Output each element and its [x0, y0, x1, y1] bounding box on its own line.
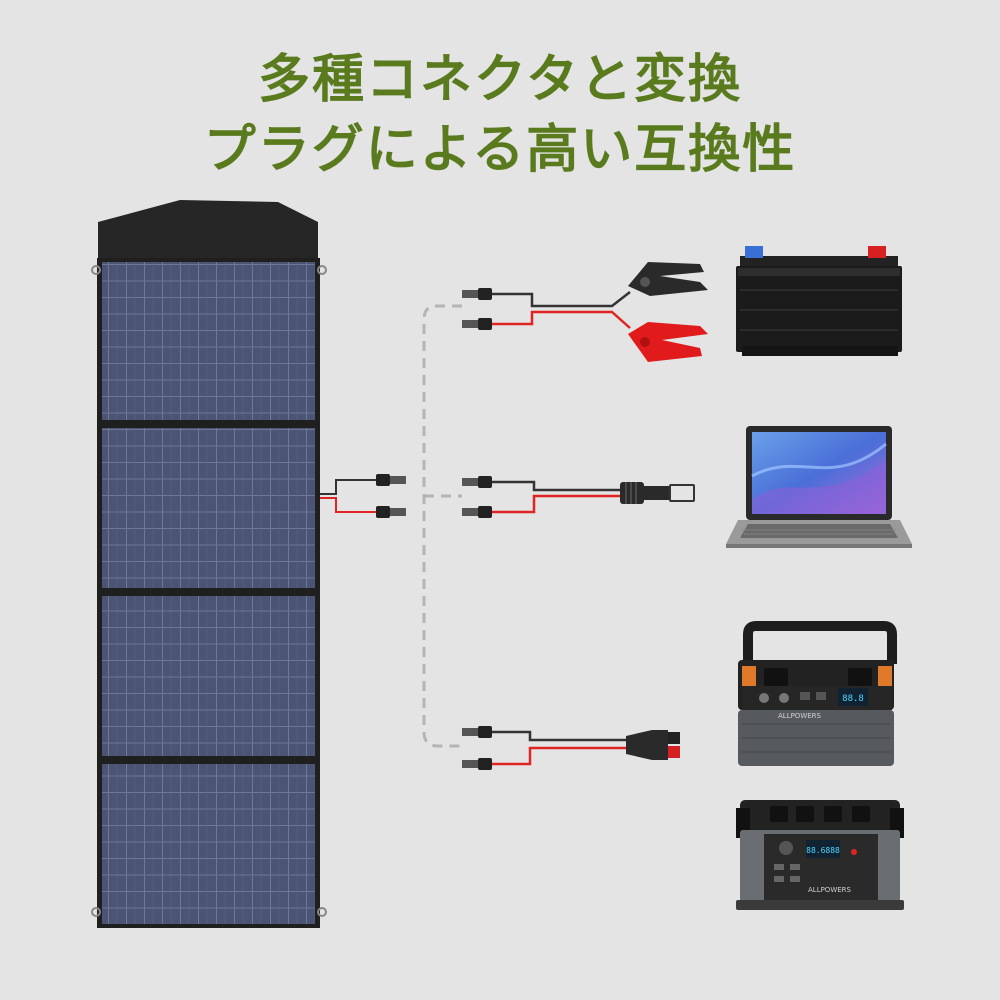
mc4-connector-icon — [462, 506, 492, 518]
solar-panel-section — [102, 428, 315, 588]
display-screen — [838, 688, 868, 706]
panel-output-cable — [320, 474, 406, 518]
clamp-cable — [462, 262, 708, 362]
mc4-connector-icon — [376, 506, 406, 518]
mc4-connector-icon — [462, 288, 492, 300]
dashed-branch-line — [422, 304, 462, 748]
headline-line-1: 多種コネクタと変換 — [258, 50, 742, 110]
mc4-connector-icon — [462, 318, 492, 330]
mc4-connector-icon — [462, 758, 492, 770]
mc4-connector-icon — [462, 726, 492, 738]
laptop-icon — [726, 426, 912, 548]
dc-plug-cable — [462, 476, 695, 518]
anderson-plug-icon — [626, 730, 680, 760]
headline-line-2: プラグによる高い互換性 — [203, 120, 797, 180]
display-readout: 88.6888 — [806, 846, 840, 855]
portable-power-station-icon: 88.8 ALLPOWERS — [738, 621, 897, 766]
brand-logo: ALLPOWERS — [778, 712, 822, 720]
display-readout: 88.8 — [842, 694, 864, 704]
car-battery-icon — [736, 246, 902, 356]
solar-panel-icon — [91, 200, 327, 928]
mc4-connector-icon — [376, 474, 406, 486]
display-screen — [806, 840, 840, 858]
mc4-connector-icon — [462, 476, 492, 488]
brand-logo: ALLPOWERS — [808, 886, 852, 894]
anderson-plug-cable — [462, 726, 680, 770]
solar-panel-section — [102, 262, 315, 420]
dc-barrel-plug-icon — [620, 482, 695, 504]
solar-panel-section — [102, 596, 315, 756]
alligator-clamp-icon — [628, 262, 708, 296]
portable-power-station-icon: 88.6888 ALLPOWERS — [736, 800, 904, 910]
alligator-clamp-icon — [628, 322, 708, 362]
solar-panel-section — [102, 764, 315, 924]
